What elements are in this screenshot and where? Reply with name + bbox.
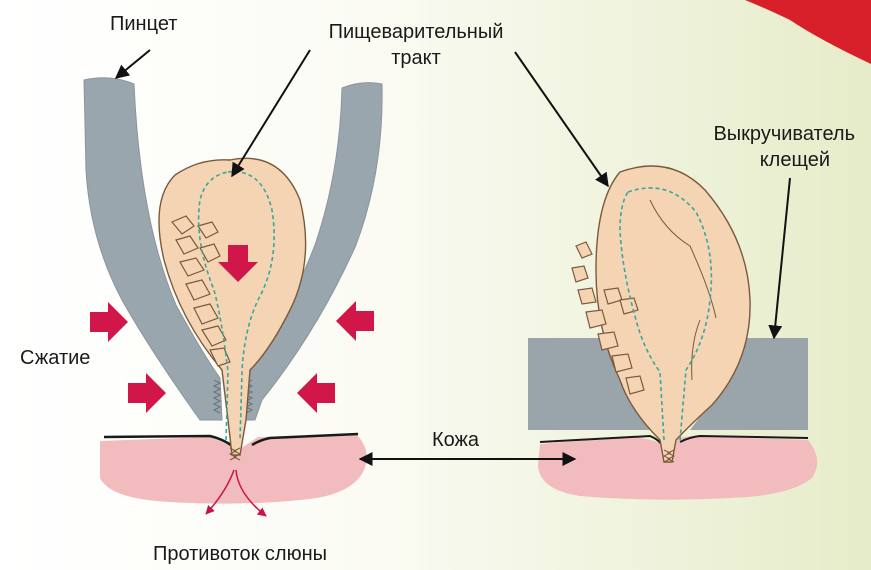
label-digestive-tract-line2: тракт bbox=[391, 47, 441, 69]
label-tweezers: Пинцет bbox=[110, 13, 177, 35]
label-tick-remover-line2: клещей bbox=[760, 149, 830, 171]
skin-right bbox=[538, 436, 817, 500]
label-tick-remover-line1: Выкручиватель bbox=[713, 123, 855, 145]
label-compression: Сжатие bbox=[20, 347, 90, 369]
label-skin: Кожа bbox=[432, 429, 480, 451]
label-digestive-tract-line1: Пищеварительный bbox=[329, 21, 504, 43]
label-saliva-backflow: Противоток слюны bbox=[153, 543, 327, 565]
